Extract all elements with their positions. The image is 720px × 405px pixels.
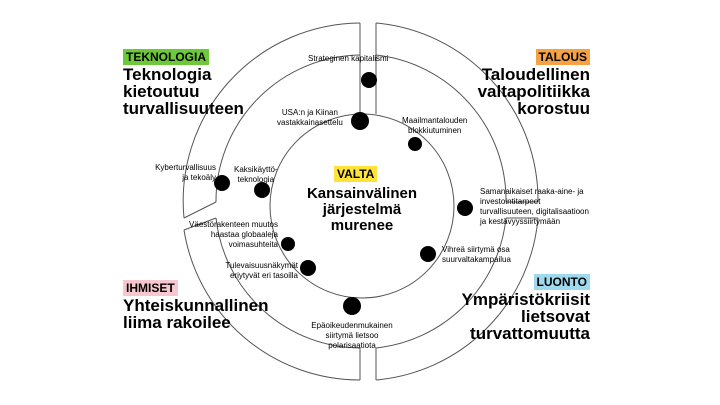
label-line: eriytyvät eri tasoilla — [229, 271, 298, 280]
luonto-quadrant: LUONTO Ympäristökriisit lietsovat turvat… — [461, 273, 591, 343]
label-line: Maailmantalouden — [402, 116, 468, 125]
node-dot — [254, 182, 270, 198]
label-kyberturvallisuus: Kyberturvallisuus ja tekoäly — [144, 163, 216, 183]
ihmiset-headline-line: Yhteiskunnallinen — [123, 296, 269, 315]
teknologia-tag: TEKNOLOGIA — [123, 49, 209, 65]
ring-lines — [182, 22, 539, 381]
label-line: Kyberturvallisuus — [155, 163, 216, 172]
label-line: siirtymä lietsoo — [325, 331, 379, 340]
node-dot — [408, 137, 422, 151]
center-title-line: murenee — [330, 217, 394, 234]
label-line: haastaa globaaleja — [210, 230, 278, 239]
luonto-headline-line: Ympäristökriisit — [461, 290, 591, 309]
middle-ring-arc — [375, 54, 507, 203]
label-line: ja kestävyyssiirtymään — [480, 217, 561, 226]
connector-line — [183, 201, 217, 219]
center-title-line: Kansainvälinen — [306, 185, 418, 202]
outer-ring-arc — [375, 22, 539, 203]
label-line: Samanaikaiset raaka-aine- ja — [480, 187, 584, 196]
label-tulevaisuusnakymat: Tulevaisuusnäkymät eriytyvät eri tasoill… — [210, 261, 298, 281]
label-line: teknologia — [237, 175, 275, 184]
node-dot — [420, 246, 436, 262]
outer-ring-arc — [182, 22, 361, 219]
teknologia-headline-line: kietoutuu — [123, 82, 200, 101]
connector-line — [183, 217, 217, 231]
label-vaestorakenne: Väestörakenteen muutos haastaa globaalej… — [178, 220, 278, 250]
node-dot — [361, 72, 377, 88]
teknologia-headline-line: turvallisuuteen — [123, 99, 244, 118]
label-samanaikaiset: Samanaikaiset raaka-aine- ja investointi… — [480, 187, 589, 227]
luonto-headline-line: turvattomuutta — [470, 324, 590, 343]
center-title: Kansainvälinen järjestelmä murenee — [282, 186, 442, 234]
label-epaoikeudenmukainen: Epäoikeudenmukainen siirtymä lietsoo pol… — [300, 321, 404, 351]
luonto-headline-line: lietsovat — [521, 307, 590, 326]
talous-headline-line: valtapolitiikka — [477, 82, 590, 101]
label-strateginen-kapitalismi: Strateginen kapitalismi — [308, 54, 388, 64]
label-line: suurvaltakampailua — [442, 255, 511, 264]
label-line: Kaksikäyttö- — [234, 165, 278, 174]
node-dot — [281, 237, 295, 251]
ihmiset-headline-line: liima rakoilee — [123, 313, 231, 332]
label-usa-kiina: USA:n ja Kiinan vastakkainasettelu — [277, 108, 343, 128]
label-line: voimasuhteita — [228, 240, 278, 249]
ihmiset-tag: IHMISET — [123, 280, 178, 296]
label-line: turvallisuuteen, digitalisaatioon — [480, 207, 589, 216]
middle-ring-arc — [215, 217, 361, 349]
talous-headline-line: korostuu — [517, 99, 590, 118]
teknologia-headline-line: Teknologia — [123, 65, 212, 84]
label-line: vastakkainasettelu — [277, 118, 343, 127]
valta-tag: VALTA — [334, 166, 378, 182]
label-line: Epäoikeudenmukainen — [311, 321, 393, 330]
label-maailmantalouden: Maailmantalouden blokkiutuminen — [402, 116, 467, 136]
outer-ring-arc — [183, 229, 361, 381]
label-line: Väestörakenteen muutos — [189, 220, 278, 229]
node-dot — [214, 175, 230, 191]
ihmiset-quadrant: IHMISET Yhteiskunnallinen liima rakoilee — [123, 279, 268, 331]
node-dot — [457, 200, 473, 216]
label-line: Vihreä siirtymä osa — [442, 245, 510, 254]
node-dot — [300, 260, 316, 276]
label-kaksikayttoteknologia: Kaksikäyttö- teknologia — [234, 165, 278, 185]
center-title-line: järjestelmä — [322, 201, 402, 218]
middle-ring-arc — [215, 54, 361, 203]
label-line: ja tekoäly — [182, 173, 216, 182]
luonto-tag: LUONTO — [533, 274, 590, 290]
talous-headline-line: Taloudellinen — [481, 65, 590, 84]
label-line: USA:n ja Kiinan — [281, 108, 338, 117]
node-dot — [343, 297, 361, 315]
talous-tag: TALOUS — [535, 49, 590, 65]
label-line: polarisaatiota — [328, 341, 376, 350]
label-line: investointitarpeet — [480, 197, 541, 206]
label-vihrea-siirtyma: Vihreä siirtymä osa suurvaltakampailua — [442, 245, 511, 265]
center-tag: VALTA — [334, 165, 378, 183]
node-dots — [214, 72, 473, 315]
label-line: Tulevaisuusnäkymät — [225, 261, 298, 270]
label-line: blokkiutuminen — [408, 126, 462, 135]
middle-ring-arc — [375, 217, 507, 349]
node-dot — [351, 112, 369, 130]
talous-quadrant: TALOUS Taloudellinen valtapolitiikka kor… — [478, 48, 590, 117]
teknologia-quadrant: TEKNOLOGIA Teknologia kietoutuu turvalli… — [123, 48, 244, 117]
outer-ring-arc — [375, 217, 539, 381]
label-line: Strateginen kapitalismi — [308, 54, 389, 63]
